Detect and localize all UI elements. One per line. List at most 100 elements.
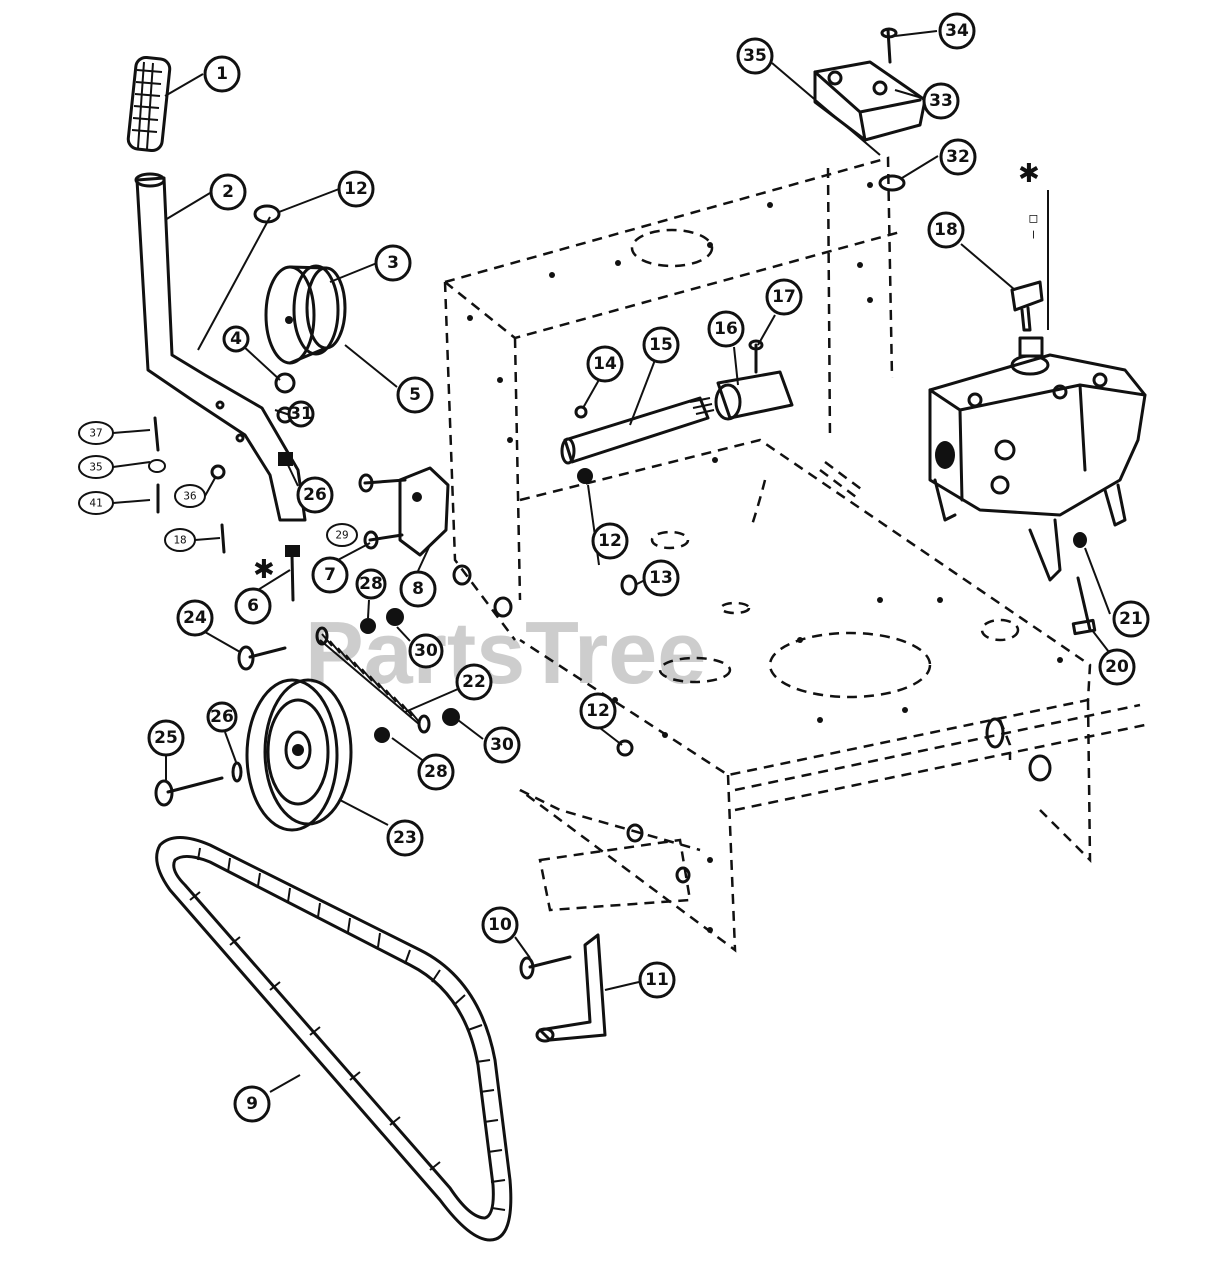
idler-pulley (245, 678, 353, 832)
svg-text:20: 20 (1105, 657, 1129, 677)
svg-text:33: 33 (929, 91, 953, 111)
svg-text:1: 1 (216, 64, 228, 84)
callout-label: 10 (481, 906, 519, 944)
svg-text:35: 35 (89, 461, 102, 474)
svg-text:26: 26 (210, 707, 234, 727)
frame-housing (443, 156, 1146, 953)
callout-label: 12 (337, 170, 375, 208)
svg-text:24: 24 (183, 608, 207, 628)
bearing-bracket (358, 466, 450, 557)
mini-label: 37 (78, 421, 114, 445)
callout-label: 4 (222, 325, 250, 353)
callout-label: 13 (642, 559, 680, 597)
svg-text:14: 14 (593, 354, 617, 374)
svg-text:18: 18 (173, 534, 186, 547)
svg-text:28: 28 (359, 574, 383, 594)
svg-text:2: 2 (222, 182, 234, 202)
svg-text:25: 25 (154, 728, 178, 748)
svg-text:18: 18 (934, 220, 958, 240)
mini-label: 41 (78, 491, 114, 515)
callout-label: 31 (287, 400, 315, 428)
callout-label: 15 (642, 326, 680, 364)
shaft-assembly (560, 339, 794, 596)
gearbox (928, 280, 1147, 636)
asterisk-marker-top: ✱ (1018, 159, 1040, 189)
callout-label: 21 (1112, 600, 1150, 638)
callout-label: 16 (707, 310, 745, 348)
drive-belt (155, 836, 513, 1242)
mini-label: 36 (174, 484, 206, 508)
svg-text:7: 7 (324, 565, 336, 585)
svg-text:12: 12 (344, 179, 368, 199)
svg-text:9: 9 (246, 1094, 258, 1114)
svg-text:23: 23 (393, 828, 417, 848)
svg-text:28: 28 (424, 762, 448, 782)
svg-text:22: 22 (462, 672, 486, 692)
svg-text:26: 26 (303, 485, 327, 505)
svg-text:16: 16 (714, 319, 738, 339)
axle-rod (519, 933, 607, 1043)
callout-label: 22 (455, 663, 493, 701)
svg-text:41: 41 (89, 497, 102, 510)
nut-lower (616, 739, 634, 757)
leader-lines (164, 30, 1113, 1093)
callout-label: 25 (147, 719, 185, 757)
callout-label: 6 (234, 587, 272, 625)
svg-text:6: 6 (247, 596, 259, 616)
callout-label: 26 (206, 701, 238, 733)
svg-text:35: 35 (743, 46, 767, 66)
svg-text:13: 13 (649, 568, 673, 588)
callout-label: 20 (1098, 648, 1136, 686)
callout-label: 24 (176, 599, 214, 637)
idler-bolt (154, 761, 243, 807)
callout-label: 2 (209, 173, 247, 211)
callout-label: 30 (483, 726, 521, 764)
watermark: PartsTree (305, 603, 706, 702)
nut-and-washers (274, 372, 296, 466)
asterisk-marker: ✱ (253, 555, 275, 585)
callout-label: 9 (233, 1085, 271, 1123)
mini-label: 35 (78, 455, 114, 479)
svg-text:3: 3 (387, 253, 399, 273)
callout-label: 12 (591, 522, 629, 560)
svg-text:30: 30 (490, 735, 514, 755)
callout-label: 5 (396, 376, 434, 414)
svg-text:30: 30 (414, 641, 438, 661)
stud (285, 545, 300, 602)
callout-label: 28 (355, 568, 387, 600)
callout-label: 17 (765, 278, 803, 316)
top-bracket (813, 27, 927, 192)
svg-text:32: 32 (946, 147, 970, 167)
callout-label: 12 (579, 692, 617, 730)
callout-label: 35 (736, 37, 774, 75)
mini-label: 29 (326, 523, 358, 547)
svg-text:11: 11 (645, 970, 669, 990)
callout-label: 34 (938, 12, 976, 50)
svg-text:4: 4 (230, 329, 242, 349)
svg-text:10: 10 (488, 915, 512, 935)
svg-text:36: 36 (183, 490, 196, 503)
callout-label: 1 (203, 55, 241, 93)
callout-label: 28 (417, 753, 455, 791)
svg-text:12: 12 (598, 531, 622, 551)
idler-hardware (237, 608, 460, 743)
svg-text:5: 5 (409, 385, 421, 405)
callout-label: 30 (408, 633, 444, 669)
svg-text:34: 34 (945, 21, 969, 41)
callout-label: 8 (399, 570, 437, 608)
svg-text:37: 37 (89, 427, 102, 440)
callout-label: 32 (939, 138, 977, 176)
callout-label: 11 (638, 961, 676, 999)
svg-text:15: 15 (649, 335, 673, 355)
callout-label: 26 (296, 476, 334, 514)
svg-text:12: 12 (586, 701, 610, 721)
svg-text:29: 29 (335, 529, 348, 542)
svg-text:21: 21 (1119, 609, 1143, 629)
mini-labels: 37 35 41 36 18 29 (78, 416, 358, 554)
callout-label: 14 (586, 345, 624, 383)
callouts: 1 2 12 3 4 31 5 26 7 8 6 28 30 24 22 25 … (147, 12, 1150, 1123)
control-lever (134, 172, 307, 522)
svg-text:31: 31 (289, 404, 313, 424)
nut-top (253, 204, 281, 224)
